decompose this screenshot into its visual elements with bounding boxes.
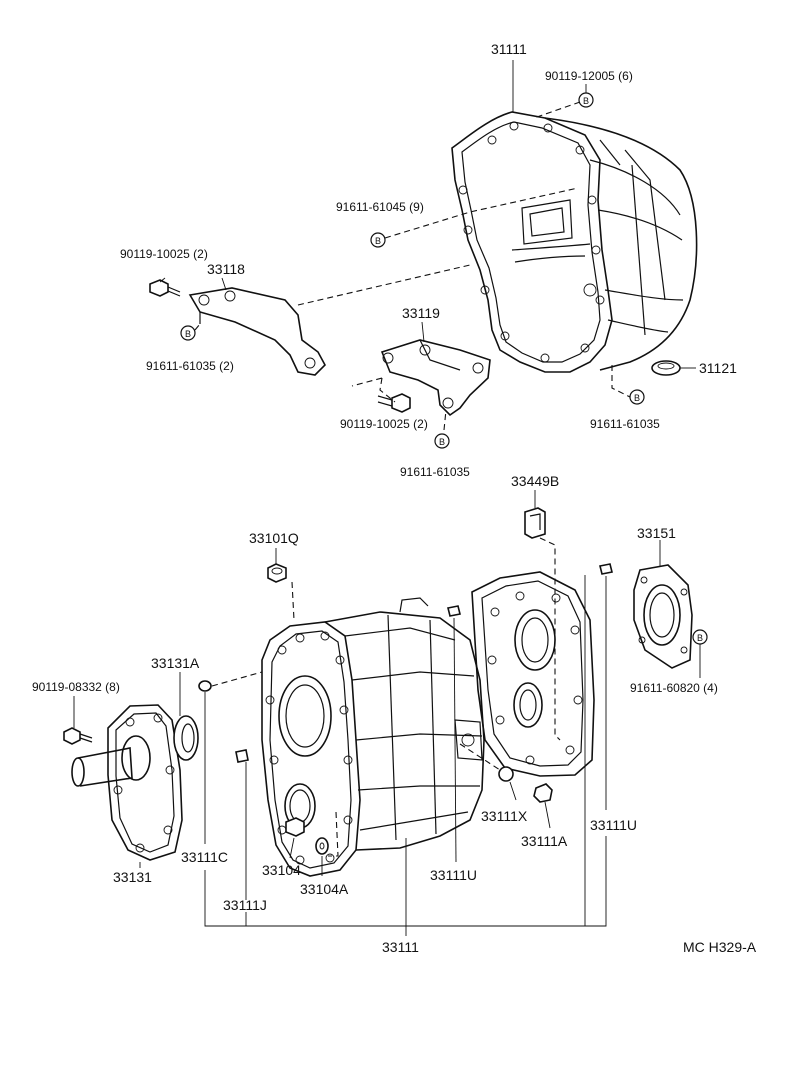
bell-housing-31111 (451, 111, 698, 373)
bolt-front-cover (63, 727, 93, 745)
label-91611-61045: 91611-61045 (9) (336, 200, 424, 214)
label-90119-12005: 90119-12005 (6) (545, 69, 633, 83)
label-90119-10025-left: 90119-10025 (2) (120, 247, 208, 261)
label-33101q: 33101Q (249, 530, 299, 546)
svg-text:B: B (185, 329, 191, 339)
label-33104a: 33104A (300, 881, 349, 897)
label-91611-61035-left: 91611-61035 (2) (146, 359, 234, 373)
oil-seal-33131a (173, 715, 199, 761)
svg-text:B: B (634, 393, 640, 403)
bracket-33118 (188, 287, 326, 376)
leader-lines (73, 60, 701, 936)
transmission-case (261, 597, 485, 877)
label-91611-61035-right: 91611-61035 (590, 417, 660, 431)
plug-33111a (533, 783, 553, 803)
front-cover-33131 (71, 704, 183, 861)
label-90119-10025-center: 90119-10025 (2) (340, 417, 428, 431)
breather-33101q (267, 563, 287, 583)
extension-plate (471, 571, 595, 777)
pin-33111j (235, 749, 249, 763)
label-33131: 33131 (113, 869, 152, 885)
label-33111-assy: 33111 (382, 939, 419, 955)
label-33151: 33151 (637, 525, 676, 541)
label-31111: 31111 (491, 41, 527, 57)
pin-33111u-right (599, 563, 613, 575)
bolt-left-bracket (149, 279, 181, 297)
label-90119-08332: 90119-08332 (8) (32, 680, 120, 694)
label-33111u-right: 33111U (590, 817, 637, 833)
svg-text:B: B (583, 96, 589, 106)
label-33449b: 33449B (511, 473, 559, 489)
label-91611-60820: 91611-60820 (4) (630, 681, 718, 695)
pin-33111u-center (447, 605, 461, 617)
pin-33111x (498, 766, 514, 782)
bracket-33119 (380, 339, 491, 417)
label-33104: 33104 (262, 862, 301, 878)
bolt-center-bracket (377, 393, 411, 413)
label-91611-61035-center: 91611-61035 (400, 465, 470, 479)
label-33111u-center: 33111U (430, 867, 477, 883)
plug-33104 (285, 817, 305, 837)
svg-text:B: B (375, 236, 381, 246)
bolt-marker-b: B B B B B B (180, 92, 708, 645)
retainer-33151 (633, 564, 693, 669)
pin-33111c (198, 680, 212, 692)
plug-31121 (651, 360, 681, 376)
svg-text:B: B (439, 437, 445, 447)
clip-33449b (524, 507, 546, 539)
svg-text:B: B (697, 633, 703, 643)
label-33119: 33119 (402, 305, 440, 321)
label-33111x: 33111X (481, 808, 528, 824)
label-33111a: 33111A (521, 833, 568, 849)
gasket-33104a (315, 837, 329, 855)
label-33111c: 33111C (181, 849, 228, 865)
label-33111j: 33111J (223, 897, 267, 913)
label-drawing-code: MC H329-A (683, 939, 757, 955)
label-31121: 31121 (699, 360, 737, 376)
label-33131a: 33131A (151, 655, 200, 671)
label-33118: 33118 (207, 261, 245, 277)
part-labels: 31111 90119-12005 (6) 91611-61045 (9) 90… (32, 41, 757, 955)
